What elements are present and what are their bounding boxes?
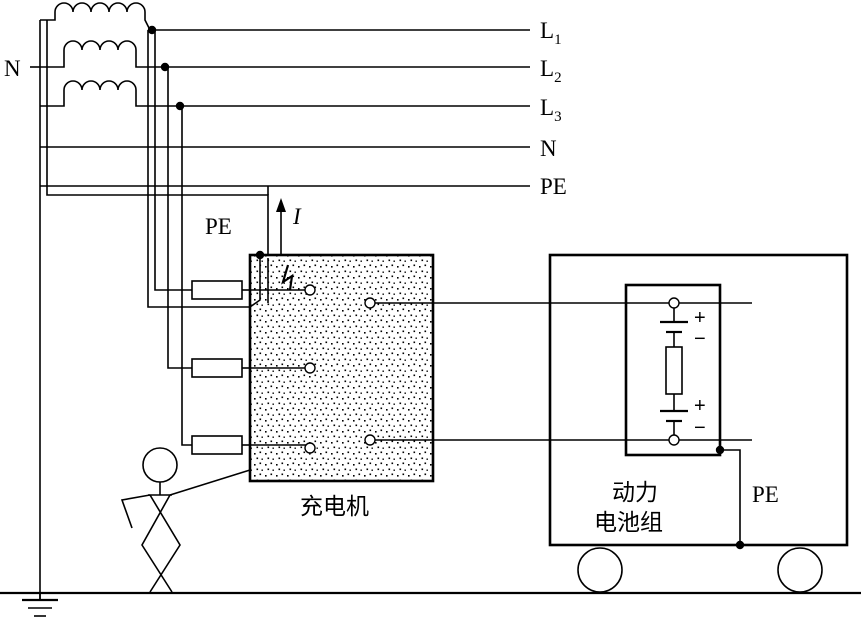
label-charger: 充电机 (300, 494, 369, 520)
transformer-coil-icon (40, 2, 180, 107)
supply-lines (40, 29, 530, 187)
label-current: I (292, 204, 302, 229)
label-minus-top: − (694, 328, 706, 350)
battery-cells (660, 297, 688, 446)
label-pe-right: PE (540, 174, 567, 199)
label-plus-bottom: + (694, 395, 706, 417)
ground-icon (22, 593, 58, 617)
label-pack-line1: 动力 (612, 480, 658, 506)
label-n-right: N (540, 136, 557, 161)
label-pe-mid: PE (205, 214, 232, 239)
battery-pack-box (624, 283, 722, 457)
fault-lightning-icon (281, 264, 294, 291)
current-arrow (276, 198, 286, 255)
pe-conductor (46, 20, 269, 308)
wheel-icon (577, 547, 823, 593)
label-l3: L3 (540, 95, 562, 125)
label-pe-vehicle: PE (752, 482, 779, 507)
label-l2: L2 (540, 56, 562, 86)
label-n-left: N (4, 56, 21, 81)
phase-drops (154, 30, 192, 446)
person-icon (120, 447, 251, 593)
label-l1: L1 (540, 18, 562, 48)
charger-wiring (250, 284, 376, 454)
label-pack-line2: 电池组 (594, 510, 663, 536)
label-plus-top: + (694, 307, 706, 329)
vehicle-pe-wire (720, 449, 741, 545)
label-minus-bottom: − (694, 417, 706, 439)
junction-nodes (147, 25, 745, 550)
vehicle-body (548, 253, 849, 547)
